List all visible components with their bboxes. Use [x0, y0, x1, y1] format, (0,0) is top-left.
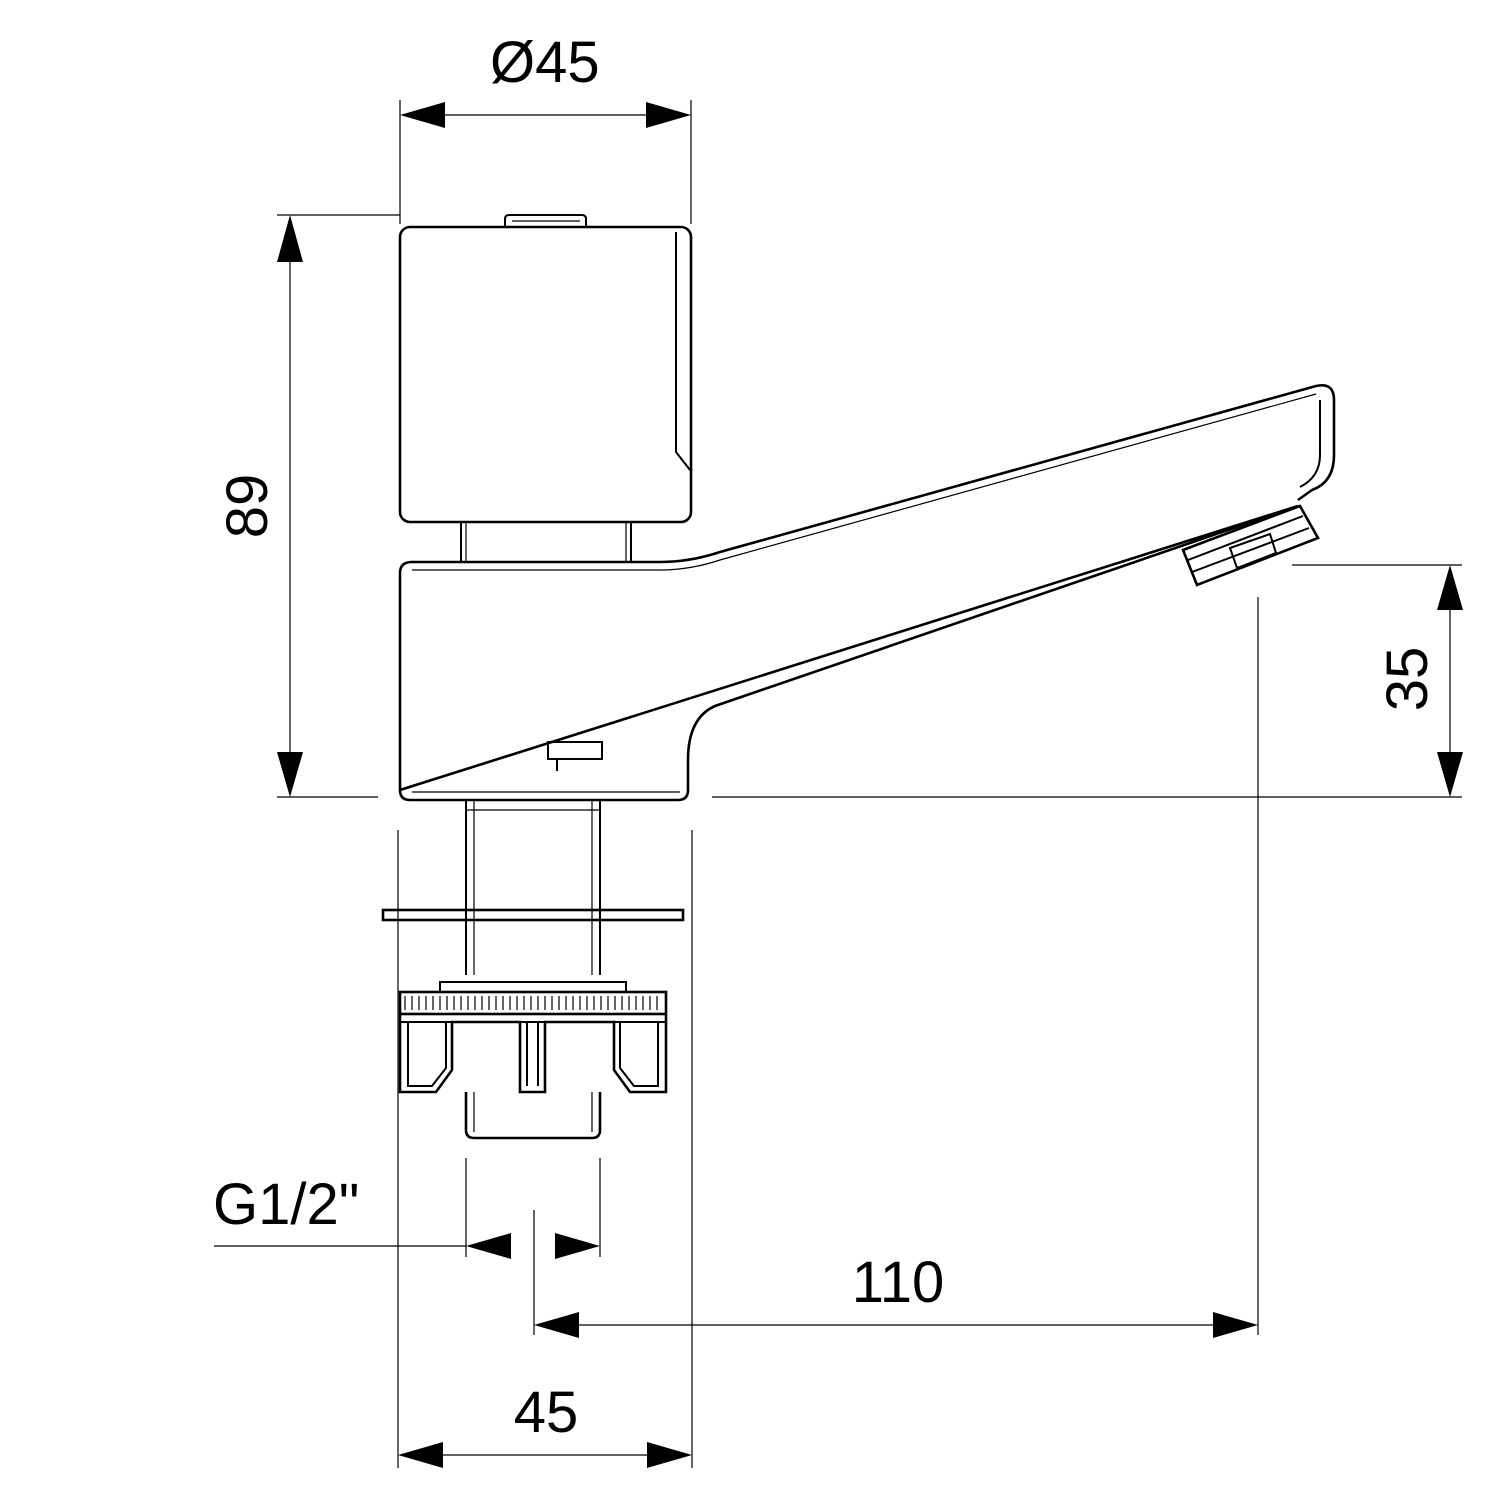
- arrow-right: [646, 102, 691, 128]
- projection-label: 110: [852, 1250, 944, 1315]
- handle-button: [504, 214, 587, 228]
- arrow-down: [1437, 752, 1463, 797]
- body-and-spout: [398, 384, 1336, 802]
- handle-cap: [398, 225, 693, 524]
- mounting-nut: [398, 981, 668, 1094]
- arrow-right: [647, 1442, 692, 1468]
- diameter-label: Ø45: [490, 30, 600, 95]
- height-label: 89: [215, 474, 280, 539]
- arrow-up: [277, 215, 303, 262]
- arrow-left: [398, 1442, 443, 1468]
- arrow-left: [534, 1312, 579, 1338]
- thread-label: G1/2": [213, 1172, 359, 1237]
- arrow-up: [1437, 565, 1463, 610]
- indicator: [547, 741, 603, 760]
- faucet-outline: [381, 214, 1336, 1140]
- washer-plate: [381, 908, 685, 922]
- thread-stub: [464, 1092, 602, 1140]
- arrow-right: [466, 1233, 511, 1259]
- handle-edge: [675, 232, 691, 471]
- dimension-lines: [214, 100, 1463, 1468]
- arrow-right: [1213, 1312, 1258, 1338]
- aerator: [1181, 504, 1320, 587]
- body-width-label: 45: [514, 1380, 579, 1445]
- arrow-left: [555, 1233, 600, 1259]
- spout-height-label: 35: [1375, 647, 1440, 712]
- arrow-left: [400, 102, 445, 128]
- arrow-down: [277, 752, 303, 797]
